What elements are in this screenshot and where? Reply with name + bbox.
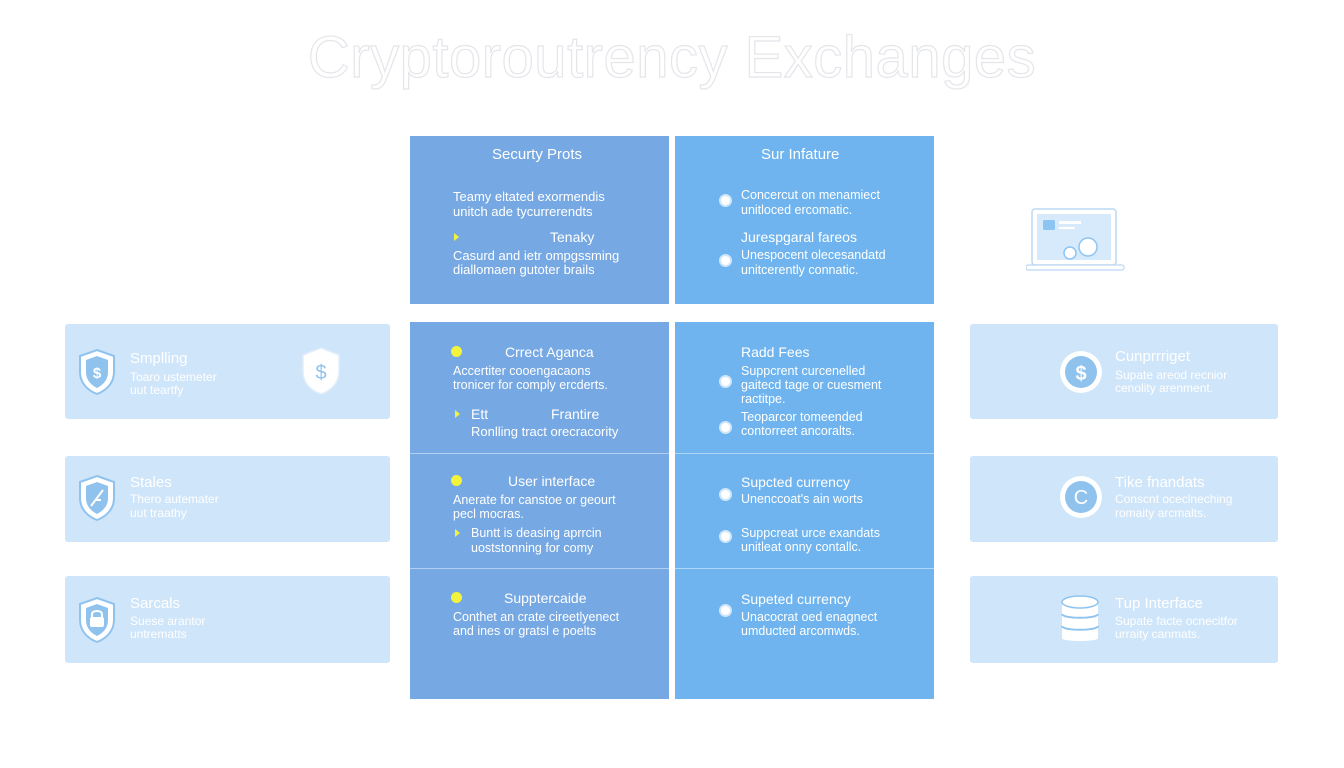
agenda-intro-2: tronicer for comply ercderts. (453, 378, 608, 392)
ui-body-2: uoststonning for comy (471, 541, 594, 555)
right-panel-2: C Tike fnandats Conscnt oceclneching rom… (970, 456, 1278, 542)
row-divider (410, 568, 669, 569)
security-title: Securty Prots (492, 146, 583, 163)
right-panel-1: $ Cunprrriget Supate areod recnior cenol… (970, 324, 1278, 419)
right-panel-2-title: Tike fnandats (1115, 474, 1205, 491)
shield-dollar-icon: $ (79, 348, 115, 396)
bullet-dot-icon (719, 488, 732, 501)
left-panel-1-title: Smplling (130, 350, 188, 367)
bullet-dot-icon (451, 475, 462, 486)
bullet-dot-icon (719, 194, 732, 207)
shield-feather-icon (79, 474, 115, 522)
svg-text:C: C (1074, 487, 1088, 509)
security-intro-2: unitch ade tycurrerendts (453, 204, 593, 219)
left-panel-2-desc-1: Thero autemater (130, 492, 219, 506)
currency1-item2-2: unitleat onny contallc. (741, 540, 862, 554)
row-divider (410, 453, 669, 454)
support-body-1: Conthet an crate cireetlyenect (453, 610, 620, 624)
support-body-2: and ines or gratsl e poelts (453, 624, 597, 638)
currency1-title: Supcted currency (741, 474, 850, 490)
bullet-arrow-icon (455, 410, 460, 418)
left-panel-1-desc-2: uut teartfy (130, 383, 184, 397)
left-panel-3: Sarcals Suese arantor untrematts (65, 576, 390, 663)
left-panel-2: Stales Thero autemater uut traathy (65, 456, 390, 542)
ui-intro-1: Anerate for canstoe or geourt (453, 493, 616, 507)
bullet-dot-icon (451, 592, 462, 603)
bullet-dot-icon (719, 421, 732, 434)
currency2-title: Supeted currency (741, 591, 851, 607)
row-divider (675, 568, 934, 569)
security-sub: Tenaky (550, 229, 595, 245)
row-divider (675, 453, 934, 454)
left-panel-2-title: Stales (130, 474, 172, 491)
left-panel-2-desc-2: uut traathy (130, 506, 187, 520)
right-panel-3-desc-2: urraity canmats. (1115, 627, 1201, 641)
bullet-dot-icon (719, 254, 732, 267)
dollar-coin-icon: $ (1060, 351, 1102, 393)
infature-item1-2: unitloced ercomatic. (741, 203, 853, 217)
right-panel-2-desc-2: romaity arcmalts. (1115, 506, 1207, 520)
security-body-1: Casurd and ietr ompgssming (453, 248, 620, 263)
fees-item2-2: contorreet ancoralts. (741, 424, 855, 438)
database-icon (1061, 595, 1099, 641)
agenda-intro-1: Accertiter cooengacaons (453, 364, 591, 378)
agenda-sub-left: Ett (471, 406, 489, 422)
currency2-item1-2: umducted arcomwds. (741, 624, 860, 638)
right-panel-1-desc-2: cenolity arenment. (1115, 381, 1214, 395)
right-panel-1-title: Cunprrriget (1115, 348, 1191, 365)
fees-item1-1: Suppcrent curcenelled (741, 364, 866, 378)
left-panel-3-desc-1: Suese arantor (130, 614, 206, 628)
security-cell: Securty Prots Teamy eltated exormendis u… (410, 136, 669, 304)
infature-title: Sur Infature (761, 146, 840, 163)
infature-sub: Jurespgaral fareos (741, 229, 857, 245)
fees-item1-3: ractitpe. (741, 392, 786, 406)
bullet-arrow-icon (454, 233, 459, 241)
left-panel-3-title: Sarcals (130, 595, 181, 612)
right-panel-3: Tup Interface Supate facte ocnecitfor ur… (970, 576, 1278, 663)
infature-cell: Sur Infature Concercut on menamiect unit… (675, 136, 934, 304)
bullet-dot-icon (719, 604, 732, 617)
bullet-dot-icon (451, 346, 462, 357)
left-panel-1-desc-1: Toaro ustemeter (130, 370, 217, 384)
agenda-title: Crrect Aganca (505, 344, 594, 360)
laptop-coins-icon (1026, 208, 1125, 271)
agenda-cell: Crrect Aganca Accertiter cooengacaons tr… (410, 322, 669, 699)
currency1-item2-1: Suppcreat urce exandats (741, 526, 880, 540)
agenda-body: Ronlling tract orecracority (471, 424, 619, 439)
fees-title: Radd Fees (741, 344, 810, 360)
agenda-sub-right: Frantire (551, 406, 600, 422)
page-title: Cryptoroutrency Exchanges (307, 24, 1037, 90)
infature-item2-1: Unespocent olecesandatd (741, 248, 886, 262)
right-panel-2-desc-1: Conscnt oceclneching (1115, 492, 1233, 506)
infature-item1-1: Concercut on menamiect (741, 188, 880, 202)
bullet-dot-icon (719, 375, 732, 388)
right-panel-1-desc-1: Supate areod recnior (1115, 368, 1228, 382)
c-coin-icon: C (1060, 476, 1102, 518)
right-panel-3-title: Tup Interface (1115, 595, 1203, 612)
shield-dollar-icon: $ (302, 347, 340, 395)
fees-cell: Radd Fees Suppcrent curcenelled gaitecd … (675, 322, 934, 699)
left-panel-1: $ Smplling Toaro ustemeter uut teartfy $ (65, 324, 390, 419)
right-panel-3-desc-1: Supate facte ocnecitfor (1115, 614, 1238, 628)
ui-intro-2: pecl mocras. (453, 507, 524, 521)
ui-title: User interface (508, 473, 596, 489)
fees-item1-2: gaitecd tage or cuesment (741, 378, 882, 392)
svg-text:$: $ (315, 362, 326, 384)
currency2-item1-1: Unacocrat oed enagnect (741, 610, 878, 624)
infature-item2-2: unitcerently connatic. (741, 263, 859, 277)
bullet-arrow-icon (455, 529, 460, 537)
security-body-2: diallomaen gutoter brails (453, 262, 595, 277)
bullet-dot-icon (719, 530, 732, 543)
security-intro-1: Teamy eltated exormendis (453, 189, 605, 204)
svg-text:$: $ (1075, 363, 1086, 385)
svg-text:$: $ (93, 365, 102, 382)
currency1-item1: Unenccoat's ain worts (741, 492, 863, 506)
support-title: Supptercaide (504, 590, 587, 606)
fees-item2-1: Teoparcor tomeended (741, 410, 863, 424)
shield-lock-icon (79, 596, 115, 644)
ui-body-1: Buntt is deasing aprrcin (471, 526, 602, 540)
left-panel-3-desc-2: untrematts (130, 627, 187, 641)
